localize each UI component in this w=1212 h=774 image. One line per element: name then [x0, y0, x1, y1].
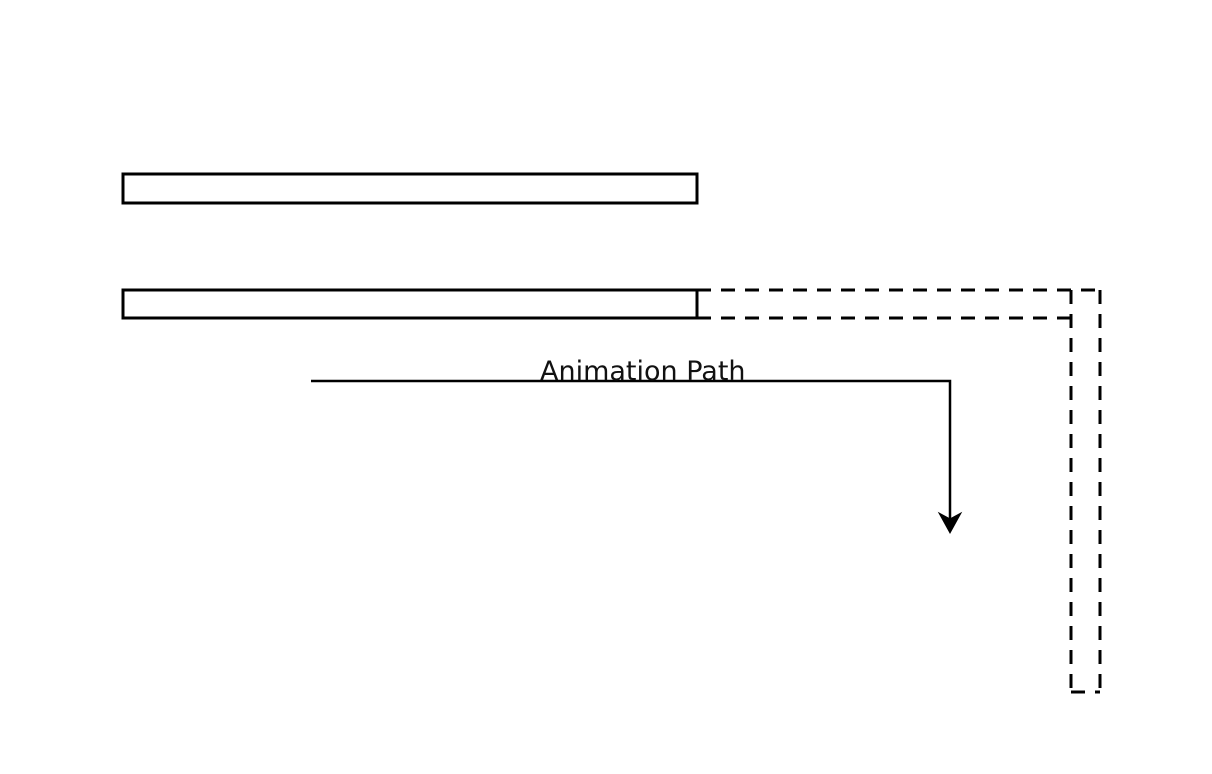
path-label: Animation Path: [540, 356, 746, 387]
path-line: [311, 379, 952, 520]
top-bar: [121, 172, 699, 205]
animation-path-arrow: [311, 379, 963, 535]
start-bar: [121, 288, 699, 320]
dashed-ghost-path: [695, 288, 1102, 694]
arrowhead-icon: [937, 511, 963, 535]
